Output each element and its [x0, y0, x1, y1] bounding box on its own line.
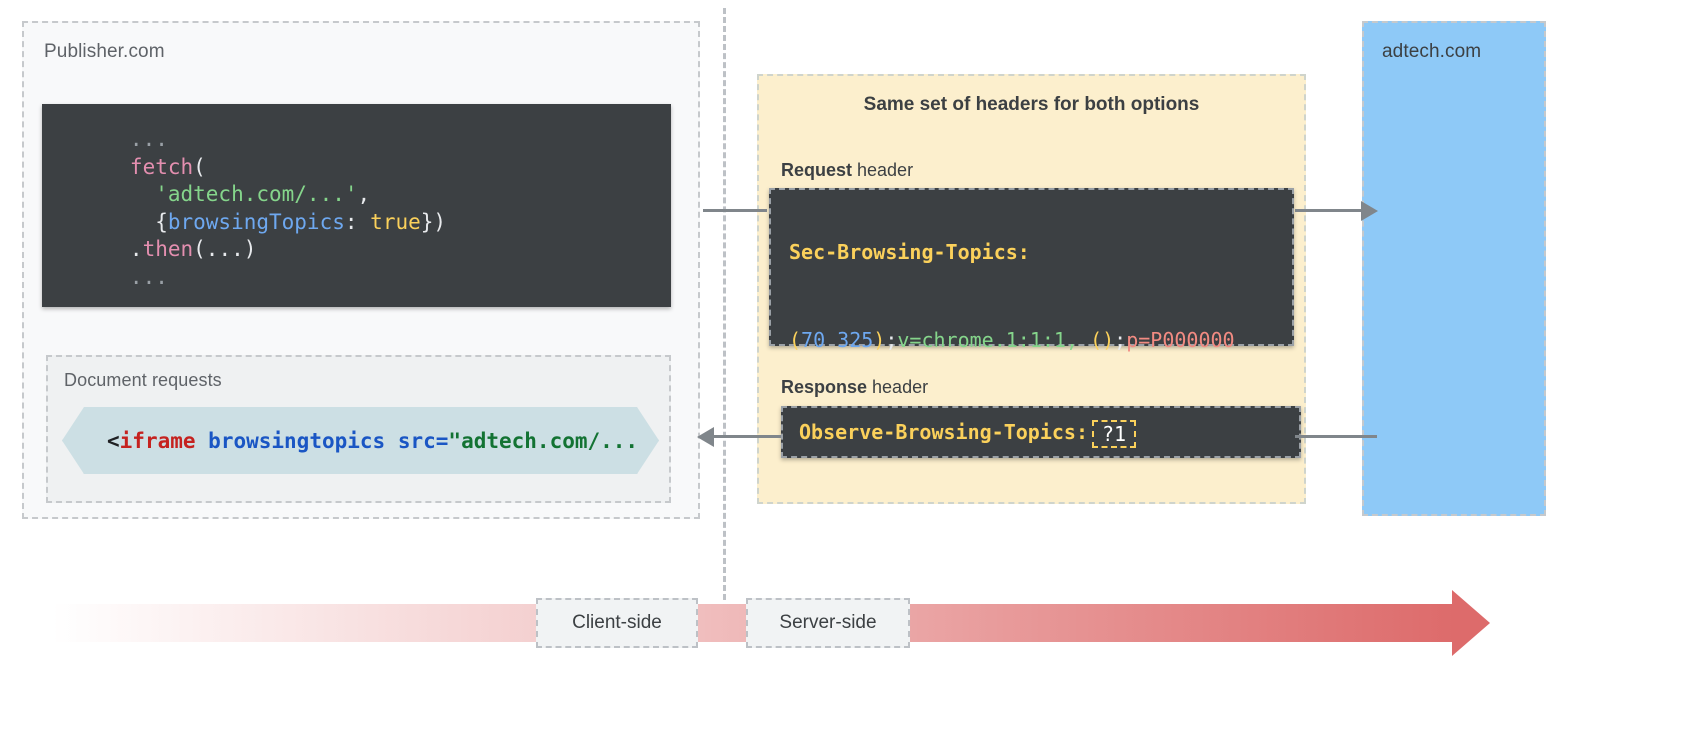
client-server-divider [723, 8, 726, 600]
iframe-token-src-value: "adtech.com/... [448, 428, 639, 453]
request-header-box: Sec-Browsing-Topics: (70 325);v=chrome.1… [769, 188, 1294, 352]
iframe-snippet-chevron: <iframe browsingtopics src="adtech.com/.… [62, 407, 659, 474]
response-arrow-head-left-icon [697, 427, 714, 447]
iframe-token-space1 [196, 429, 209, 453]
response-header-caption-rest: header [867, 377, 929, 397]
iframe-token-lt: < [107, 428, 120, 453]
response-arrow-incoming-line [1295, 435, 1377, 438]
iframe-token-src-attr: src= [397, 428, 449, 453]
iframe-token-space2 [385, 429, 398, 453]
publisher-panel-label: Publisher.com [44, 41, 165, 62]
response-header-caption-bold: Response [781, 377, 868, 397]
request-value-semicolon-1: ; [885, 328, 898, 352]
code-token-browsingtopics-prop: browsingTopics [167, 209, 345, 234]
fetch-code-block: ... fetch( 'adtech.com/...', {browsingTo… [42, 104, 671, 307]
request-header-caption: Request header [781, 160, 913, 181]
document-requests-panel: Document requests <iframe browsingtopics… [46, 355, 671, 503]
code-token-fetch: fetch [92, 154, 194, 179]
headers-panel-title: Same set of headers for both options [863, 94, 1200, 115]
code-token-dot: . [92, 237, 143, 261]
request-header-caption-rest: header [852, 160, 914, 180]
request-header-caption-bold: Request [781, 160, 853, 180]
code-token-url-string: 'adtech.com/...' [92, 182, 358, 206]
response-header-value-highlight: ?1 [1091, 419, 1137, 448]
code-token-true: true [370, 209, 421, 234]
response-arrow-outgoing-line [703, 435, 781, 438]
timeline-arrow-head-icon [1452, 590, 1490, 656]
publisher-panel: Publisher.com ... fetch( 'adtech.com/...… [22, 21, 700, 519]
document-requests-label: Document requests [64, 370, 222, 390]
response-header-box: Observe-Browsing-Topics:?1 [781, 406, 1301, 458]
iframe-token-tag: iframe [119, 428, 196, 453]
response-header-caption: Response header [781, 377, 928, 398]
request-value-padding: p=P000000 [1126, 328, 1235, 352]
chevron-shape [62, 407, 659, 474]
code-token-then-args: (...) [193, 237, 257, 261]
code-token-then: then [142, 237, 194, 261]
code-token-comma: , [357, 182, 371, 206]
request-arrow-incoming-line [703, 209, 767, 212]
code-token-ellipsis-bottom: ... [92, 264, 168, 289]
request-arrow-outgoing-line [1295, 209, 1374, 212]
request-value-semicolon-2: ; [1114, 328, 1127, 352]
code-token-close-brace-paren: }) [420, 209, 447, 234]
request-value-version: v=chrome.1:1:1, [897, 328, 1079, 352]
request-value-close-paren: ) [873, 328, 886, 352]
code-token-open-brace: { [92, 209, 168, 234]
request-arrow-head-right-icon [1361, 201, 1378, 221]
request-value-space [1078, 328, 1090, 352]
iframe-token-browsingtopics-attr: browsingtopics [208, 428, 386, 453]
iframe-snippet-text: <iframe browsingtopics src="adtech.com/.… [107, 407, 638, 474]
request-header-name: Sec-Browsing-Topics: [789, 240, 1030, 264]
response-header-name: Observe-Browsing-Topics: [799, 420, 1088, 444]
timeline-chip-server-side: Server-side [746, 598, 910, 648]
adtech-panel: adtech.com [1362, 21, 1546, 516]
headers-panel: Same set of headers for both options Req… [757, 74, 1306, 504]
request-value-open-paren: ( [789, 328, 802, 352]
code-token-open-paren: ( [193, 154, 206, 179]
timeline-chip-client-side: Client-side [536, 598, 698, 648]
code-token-ellipsis-top: ... [92, 127, 168, 151]
adtech-panel-label: adtech.com [1382, 41, 1482, 62]
code-token-colon: : [344, 209, 371, 234]
request-value-empty-parens: () [1090, 328, 1115, 352]
request-value-topic-ids: 70 325 [801, 328, 874, 352]
